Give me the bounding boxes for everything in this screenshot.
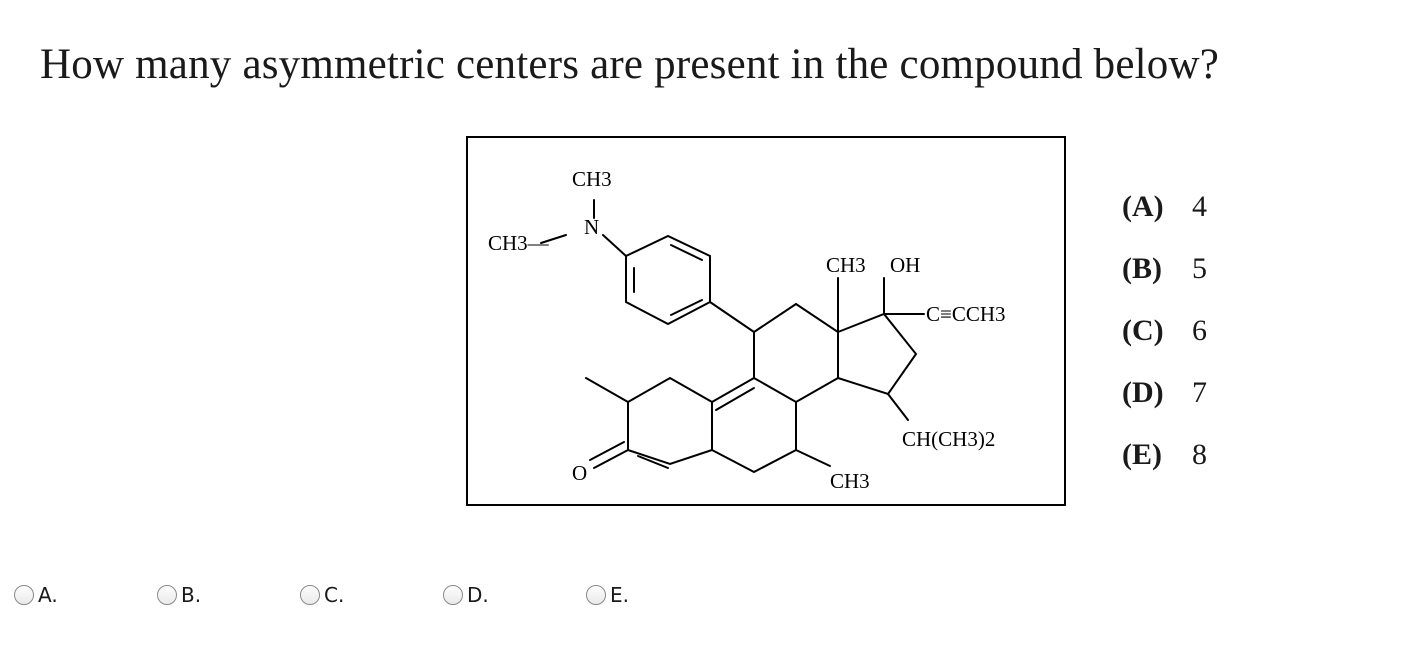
bond-n-ch3-left — [540, 234, 567, 244]
answer-option-a[interactable]: A. — [14, 583, 157, 607]
ring-b-bond — [711, 377, 755, 403]
answer-label-b: B. — [181, 583, 202, 607]
ring-b — [711, 401, 797, 474]
ring-a — [627, 376, 713, 466]
answer-label-d: D. — [467, 583, 489, 607]
answer-option-e[interactable]: E. — [586, 583, 729, 607]
answer-key-value: 6 — [1192, 314, 1207, 347]
answer-key-value: 8 — [1192, 438, 1207, 471]
answer-key-letter: (E) — [1122, 438, 1162, 471]
answer-key-letter: (B) — [1122, 252, 1162, 285]
bond-isopropyl — [887, 393, 909, 421]
answer-key-value: 5 — [1192, 252, 1207, 285]
bond-phenyl-ring-c — [709, 301, 755, 333]
answer-key-letter: (A) — [1122, 190, 1164, 223]
answer-key-item: (E) 8 — [1122, 424, 1242, 486]
carbonyl-bond — [593, 449, 629, 469]
answer-key-value: 7 — [1192, 376, 1207, 409]
label-oh: OH — [890, 253, 920, 277]
phenyl-double-bond — [670, 299, 703, 316]
label-ch3-top: CH3 — [572, 167, 612, 191]
answer-label-e: E. — [610, 583, 629, 607]
answer-label-a: A. — [38, 583, 58, 607]
radio-button-e[interactable] — [586, 585, 606, 605]
answer-key-item: (A) 4 — [1122, 176, 1242, 238]
ring-a-double-bond — [637, 455, 669, 469]
answer-key-letter: (D) — [1122, 376, 1164, 409]
answer-key-letter: (C) — [1122, 314, 1164, 347]
carbonyl-bond — [589, 441, 625, 461]
answer-label-c: C. — [324, 583, 345, 607]
label-alkyne: C≡CCH3 — [926, 302, 1006, 326]
ring-d — [837, 312, 918, 396]
answer-key-item: (B) 5 — [1122, 238, 1242, 300]
bond-methyl-ring-a — [585, 377, 629, 403]
answer-key-list: (A) 4 (B) 5 (C) 6 (D) 7 (E) 8 — [1122, 176, 1242, 486]
label-ch3-left: CH3— — [488, 231, 550, 255]
chemical-structure-figure: CH3 N CH3— CH3 OH C≡CCH3 CH(CH3)2 CH3 O — [466, 136, 1066, 506]
ring-c — [753, 302, 839, 404]
label-oxygen: O — [572, 461, 587, 485]
answer-key-item: (D) 7 — [1122, 362, 1242, 424]
answer-option-c[interactable]: C. — [300, 583, 443, 607]
chemical-structure-diagram: CH3 N CH3— CH3 OH C≡CCH3 CH(CH3)2 CH3 O — [488, 167, 1006, 493]
question-text: How many asymmetric centers are present … — [40, 41, 1219, 88]
ring-b-double-bond — [715, 387, 755, 411]
label-isopropyl: CH(CH3)2 — [902, 427, 995, 451]
radio-button-a[interactable] — [14, 585, 34, 605]
answer-option-d[interactable]: D. — [443, 583, 586, 607]
label-ch3-angular: CH3 — [826, 253, 866, 277]
answer-option-b[interactable]: B. — [157, 583, 300, 607]
radio-button-c[interactable] — [300, 585, 320, 605]
radio-button-b[interactable] — [157, 585, 177, 605]
radio-button-d[interactable] — [443, 585, 463, 605]
bond-n-ring — [602, 234, 627, 257]
phenyl-double-bond — [670, 244, 703, 261]
bond-methyl-bottom — [795, 449, 831, 467]
answer-options: A. B. C. D. E. — [14, 580, 729, 610]
phenyl-ring — [625, 234, 711, 326]
label-n: N — [584, 215, 599, 239]
answer-key-item: (C) 6 — [1122, 300, 1242, 362]
label-ch3-bottom: CH3 — [830, 469, 870, 493]
answer-key-value: 4 — [1192, 190, 1207, 223]
